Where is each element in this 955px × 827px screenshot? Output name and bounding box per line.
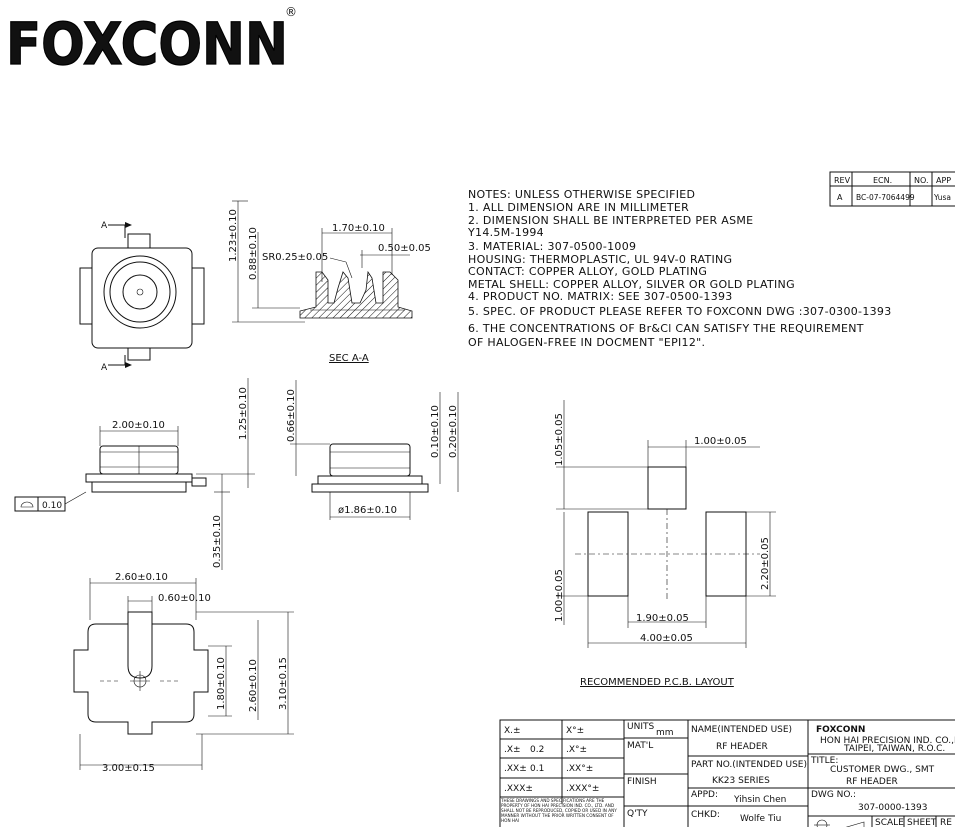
qty-label: Q'TY	[627, 809, 648, 819]
revision-table: REV ECN. NO. APP A BC-07-7064499 Yusa	[829, 171, 955, 207]
note-line: HOUSING: THERMOPLASTIC, UL 94V-0 RATING	[468, 253, 732, 266]
tol-r4-a: .XXX±	[504, 784, 533, 794]
pcb-layout: 1.05±0.05 1.00±0.05 1.00±0.05 2.20±0.05 …	[554, 400, 776, 688]
side-view-left: 2.00±0.10 1.25±0.10 0.35±0.10 0.10	[14, 378, 255, 570]
note-line: 6. THE CONCENTRATIONS OF Br&Cl CAN SATIS…	[468, 322, 864, 335]
app-header: APP	[936, 176, 951, 185]
app-value: Yusa	[933, 193, 951, 202]
dim-height-outer: 1.23±0.10	[228, 209, 239, 262]
company-name: HON HAI PRECISION IND. CO.,LTD	[820, 736, 955, 746]
dim-side-height: 1.25±0.10	[238, 387, 249, 440]
section-view: 1.23±0.10 0.88±0.10 1.70±0.10 0.50±0.05 …	[228, 200, 431, 364]
ecn-value: BC-07-7064499	[856, 193, 915, 202]
dim-total: 4.00±0.05	[640, 633, 693, 644]
dim-bottom-width-top: 2.60±0.10	[115, 572, 168, 583]
tol-r4-b: .XXX°±	[566, 784, 599, 794]
side-view-right: 0.66±0.10 0.10±0.10 0.20±0.10 ø1.86±0.10	[286, 380, 459, 520]
ecn-header: ECN.	[873, 176, 892, 185]
note-line: Y14.5M-1994	[467, 226, 544, 239]
dim-side-width: 2.00±0.10	[112, 420, 165, 431]
tol-r3-a: .XX±	[504, 764, 527, 774]
chkd-value: Wolfe Tiu	[740, 814, 781, 824]
finish-label: FINISH	[627, 777, 657, 787]
appd-value: Yihsin Chen	[733, 795, 786, 805]
company-logo: FOXCONN	[816, 725, 865, 735]
dim-small-b: 0.20±0.10	[448, 405, 459, 458]
note-line: NOTES: UNLESS OTHERWISE SPECIFIED	[468, 188, 695, 201]
section-mark-bottom: A	[101, 363, 108, 373]
dim-section-radius: SR0.25±0.05	[262, 252, 328, 263]
matl-label: MAT'L	[627, 741, 653, 751]
flatness-value: 0.10	[42, 501, 62, 511]
rev-value: A	[837, 193, 843, 202]
dim-top-pad-width: 1.00±0.05	[694, 436, 747, 447]
tol-r2-val: 0.2	[530, 745, 544, 755]
no-header: NO.	[914, 176, 929, 185]
dim-slot: 0.60±0.10	[158, 593, 211, 604]
tol-r3-val: 0.1	[530, 764, 544, 774]
note-line: 4. PRODUCT NO. MATRIX: SEE 307-0500-1393	[468, 290, 733, 303]
dwgno-value: 307-0000-1393	[858, 803, 927, 813]
tol-r3-b: .XX°±	[566, 764, 593, 774]
dim-gap: 1.90±0.05	[636, 613, 689, 624]
note-line: CONTACT: COPPER ALLOY, GOLD PLATING	[468, 265, 707, 278]
title-line2: RF HEADER	[846, 777, 898, 787]
disclaimer: THESE DRAWINGS AND SPECIFICATIONS ARE TH…	[501, 798, 617, 823]
dim-side-pad-width: 1.00±0.05	[554, 569, 565, 622]
note-line: 1. ALL DIMENSION ARE IN MILLIMETER	[468, 201, 689, 214]
dim-bottom-h-mid: 2.60±0.10	[248, 659, 259, 712]
projection-symbol-icon	[814, 819, 865, 827]
chkd-label: CHKD:	[691, 810, 720, 820]
dim-standoff: 0.35±0.10	[212, 515, 223, 568]
foxconn-logo: FOXCONN ®	[5, 5, 297, 79]
tol-r2-b: .X°±	[566, 745, 587, 755]
notes-block: NOTES: UNLESS OTHERWISE SPECIFIED 1. ALL…	[467, 188, 892, 349]
rev-header: REV	[834, 176, 851, 185]
dim-top-pad-height: 1.05±0.05	[554, 413, 565, 466]
dim-side-pad-height: 2.20±0.05	[760, 537, 771, 590]
dim-bottom-h-outer: 3.10±0.15	[278, 657, 289, 710]
bottom-view: 2.60±0.10 0.60±0.10 1.80±0.10 2.60±0.10 …	[73, 572, 294, 774]
title-label: TITLE:	[810, 756, 838, 766]
note-line: METAL SHELL: COPPER ALLOY, SILVER OR GOL…	[468, 278, 795, 291]
name-label: NAME(INTENDED USE)	[691, 725, 792, 735]
top-view: A A	[79, 221, 205, 373]
partno-value: KK23 SERIES	[712, 776, 770, 786]
dim-diameter: ø1.86±0.10	[338, 505, 397, 516]
dim-section-top: 1.70±0.10	[332, 223, 385, 234]
note-line: 3. MATERIAL: 307-0500-1009	[468, 240, 636, 253]
registered-mark: ®	[285, 5, 297, 19]
sheet-label: SHEET	[907, 818, 937, 827]
units-value: mm	[656, 728, 674, 738]
dwgno-label: DWG NO.:	[811, 790, 856, 800]
title-line1: CUSTOMER DWG., SMT	[830, 765, 935, 775]
logo-text: FOXCONN	[6, 10, 288, 78]
title-block: X.± X°± .X± 0.2 .X°± .XX± 0.1 .XX°± .XXX…	[499, 719, 955, 827]
note-line: OF HALOGEN-FREE IN DOCMENT "EPI12".	[468, 336, 705, 349]
dim-bottom-h-inner: 1.80±0.10	[216, 657, 227, 710]
note-line: 5. SPEC. OF PRODUCT PLEASE REFER TO FOXC…	[468, 305, 892, 318]
partno-label: PART NO.(INTENDED USE)	[691, 760, 807, 770]
dim-section-right: 0.50±0.05	[378, 243, 431, 254]
tol-r2-a: .X±	[504, 745, 521, 755]
pcb-caption: RECOMMENDED P.C.B. LAYOUT	[580, 677, 735, 688]
note-line: 2. DIMENSION SHALL BE INTERPRETED PER AS…	[468, 214, 753, 227]
tol-r1-a: X.±	[504, 726, 521, 736]
company-city: TAIPEI, TAIWAN, R.O.C.	[843, 744, 945, 754]
section-mark-top: A	[101, 221, 108, 231]
dim-height-inner: 0.88±0.10	[248, 227, 259, 280]
scale-label: SCALE	[875, 818, 904, 827]
rev-label: RE	[940, 818, 952, 827]
units-label: UNITS	[627, 722, 654, 732]
name-value: RF HEADER	[716, 742, 768, 752]
tol-r1-b: X°±	[566, 726, 584, 736]
dim-height-right: 0.66±0.10	[286, 389, 297, 442]
dim-bottom-width-bottom: 3.00±0.15	[102, 763, 155, 774]
appd-label: APPD:	[691, 790, 718, 800]
dim-small-a: 0.10±0.10	[430, 405, 441, 458]
section-caption: SEC A-A	[329, 353, 369, 364]
